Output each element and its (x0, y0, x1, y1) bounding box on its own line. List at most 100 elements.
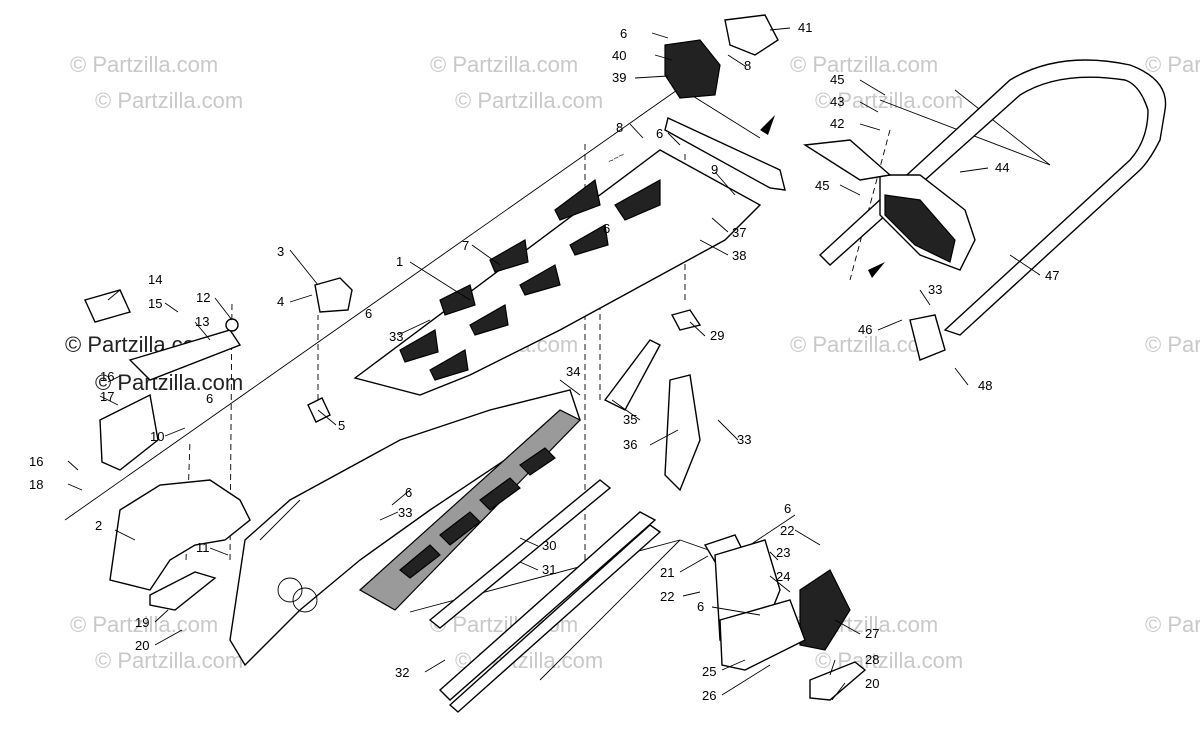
cover-28[interactable] (809, 661, 867, 701)
callout-label: 33 (737, 432, 751, 447)
callout-label: 17 (100, 389, 114, 404)
callout-label: 6 (697, 599, 704, 614)
running-board-ribs (399, 447, 556, 579)
watermark-emphasis: © Partzilla.com (95, 370, 243, 395)
callout-label: 6 (405, 485, 412, 500)
plate-25[interactable] (719, 599, 806, 671)
panel-hole (277, 577, 303, 603)
callout-label: 37 (732, 225, 746, 240)
callout-label: 9 (711, 162, 718, 177)
direction-arrow (760, 115, 775, 135)
callout-label: 11 (196, 540, 210, 555)
bolt-cluster-46[interactable] (909, 314, 946, 361)
datum-line (539, 539, 681, 681)
callout-label: 10 (150, 429, 164, 444)
callout-label: 20 (135, 638, 149, 653)
callout-label: 46 (858, 322, 872, 337)
watermark: © Partzilla.com (1145, 52, 1200, 77)
callout-label: 1 (396, 254, 403, 269)
watermark: © Partzilla.com (815, 88, 963, 113)
callout-label: 23 (776, 545, 790, 560)
callout-label: 38 (732, 248, 746, 263)
vent-27[interactable] (799, 569, 851, 651)
callout-label: 15 (148, 296, 162, 311)
rail-32[interactable] (448, 524, 662, 713)
flap-42[interactable] (802, 139, 892, 181)
panel-hole (292, 587, 318, 613)
datum-line (954, 89, 1051, 166)
support-arm[interactable] (128, 329, 242, 381)
rear-bracket-39[interactable] (664, 39, 721, 99)
callout-label: 33 (398, 505, 412, 520)
deck-logo: ~~~ (606, 150, 627, 168)
leader-lines (67, 27, 1041, 701)
callout-label: 25 (702, 664, 716, 679)
side-plate-35[interactable] (603, 339, 661, 411)
callout-label: 24 (776, 569, 790, 584)
cap-41[interactable] (724, 14, 779, 56)
small-bracket[interactable] (314, 277, 353, 313)
tunnel-top-deck[interactable] (353, 149, 762, 396)
callout-label: 8 (744, 58, 751, 73)
callout-label: 27 (865, 626, 879, 641)
clip-5[interactable] (307, 397, 331, 423)
callout-label: 47 (1045, 268, 1059, 283)
callout-label: 28 (865, 652, 879, 667)
callout-label: 36 (623, 437, 637, 452)
callout-label: 7 (462, 238, 469, 253)
callout-label: 6 (656, 126, 663, 141)
callout-label: 6 (365, 306, 372, 321)
callout-label: 2 (95, 518, 102, 533)
callout-label: 16 (100, 369, 114, 384)
callout-label: 30 (542, 538, 556, 553)
callout-label: 39 (612, 70, 626, 85)
callout-label: 8 (616, 120, 623, 135)
callout-label: 48 (978, 378, 992, 393)
watermark: © Partzilla.com (95, 648, 243, 673)
left-side-bracket[interactable] (109, 479, 251, 591)
watermark: © Partzilla.com (70, 612, 218, 637)
callout-label: 18 (29, 477, 43, 492)
callout-label: 13 (195, 314, 209, 329)
callout-label: 22 (780, 523, 794, 538)
callout-label: 43 (830, 94, 844, 109)
callout-label: 31 (542, 562, 556, 577)
callout-label: 6 (206, 391, 213, 406)
cover-plate[interactable] (84, 289, 131, 323)
watermark: © Partzilla.com (430, 52, 578, 77)
direction-arrow (868, 262, 885, 278)
callout-label: 42 (830, 116, 844, 131)
tail-light-lens (884, 194, 956, 263)
callout-label: 41 (798, 20, 812, 35)
callout-label: 32 (395, 665, 409, 680)
callout-labels: 1 2 3 4 5 6 6 6 6 6 6 6 6 7 8 8 9 10 11 … (29, 20, 1059, 703)
callout-label: 20 (865, 676, 879, 691)
callout-label: 40 (612, 48, 626, 63)
watermark: © Partzilla.com (790, 52, 938, 77)
chain-bracket-36[interactable] (664, 374, 701, 492)
callout-label: 34 (566, 364, 580, 379)
callout-label: 45 (830, 72, 844, 87)
callout-label: 6 (784, 501, 791, 516)
callout-label: 44 (995, 160, 1009, 175)
callout-label: 16 (29, 454, 43, 469)
callout-label: 33 (928, 282, 942, 297)
guide-line (849, 129, 891, 281)
rail-31[interactable] (438, 511, 657, 701)
rail-30[interactable] (428, 479, 612, 629)
callout-label: 35 (623, 412, 637, 427)
watermark: © Partzilla.com (95, 88, 243, 113)
pad-19[interactable] (149, 571, 217, 611)
callout-label: 6 (603, 221, 610, 236)
callout-label: 14 (148, 272, 162, 287)
front-bracket[interactable] (99, 393, 159, 471)
callout-label: 12 (196, 290, 210, 305)
callout-label: 45 (815, 178, 829, 193)
watermark: © Partzilla.com (455, 88, 603, 113)
tunnel-deck-cutouts (399, 178, 661, 381)
callout-label: 33 (389, 329, 403, 344)
crossbar-9[interactable] (664, 117, 786, 191)
bushing[interactable] (225, 318, 239, 332)
callout-label: 4 (277, 294, 284, 309)
